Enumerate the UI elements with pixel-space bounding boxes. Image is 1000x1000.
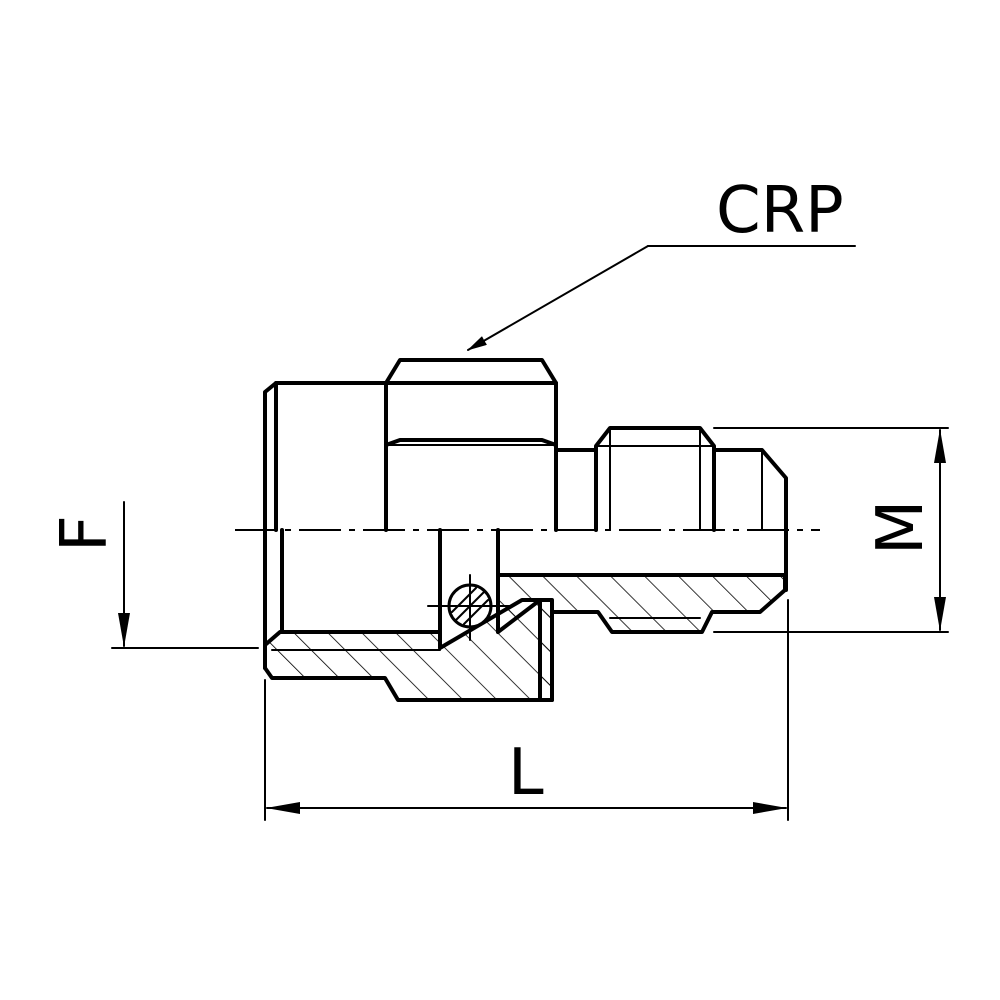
dimension-f (111, 501, 259, 649)
crp-leader (467, 245, 856, 351)
o-ring-section (427, 574, 513, 641)
section-hatching (263, 573, 787, 702)
dim-f-label: F (48, 515, 122, 552)
crp-label: CRP (716, 174, 844, 248)
dimension-l (264, 599, 789, 821)
fitting-outline (263, 358, 788, 670)
dimension-m (713, 427, 949, 633)
dim-l-label: L (508, 736, 544, 810)
dim-m-label: M (864, 500, 938, 555)
